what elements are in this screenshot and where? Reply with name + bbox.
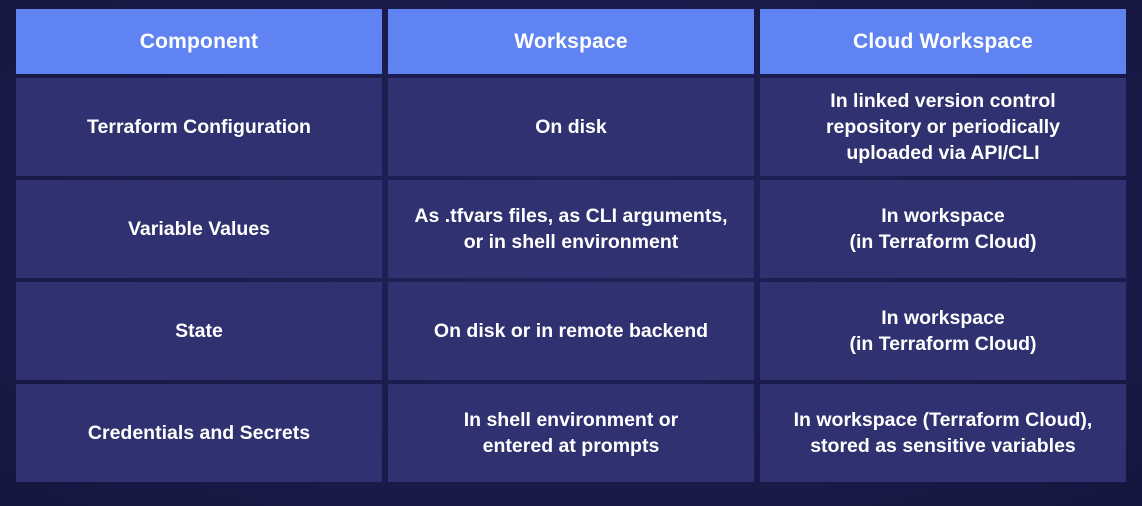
row-2-workspace: As .tfvars files, as CLI arguments, or i… [388,180,754,278]
row-4-workspace: In shell environment or entered at promp… [388,384,754,482]
row-1-component: Terraform Configuration [16,78,382,176]
header-cloud-workspace: Cloud Workspace [760,9,1126,74]
row-2-component: Variable Values [16,180,382,278]
row-3-cloud-workspace: In workspace (in Terraform Cloud) [760,282,1126,380]
row-3-component: State [16,282,382,380]
row-3-workspace: On disk or in remote backend [388,282,754,380]
header-component: Component [16,9,382,74]
row-4-component: Credentials and Secrets [16,384,382,482]
row-4-cloud-workspace: In workspace (Terraform Cloud), stored a… [760,384,1126,482]
row-2-cloud-workspace: In workspace (in Terraform Cloud) [760,180,1126,278]
row-1-workspace: On disk [388,78,754,176]
row-1-cloud-workspace: In linked version control repository or … [760,78,1126,176]
header-workspace: Workspace [388,9,754,74]
comparison-table: Component Workspace Cloud Workspace Terr… [16,9,1126,482]
